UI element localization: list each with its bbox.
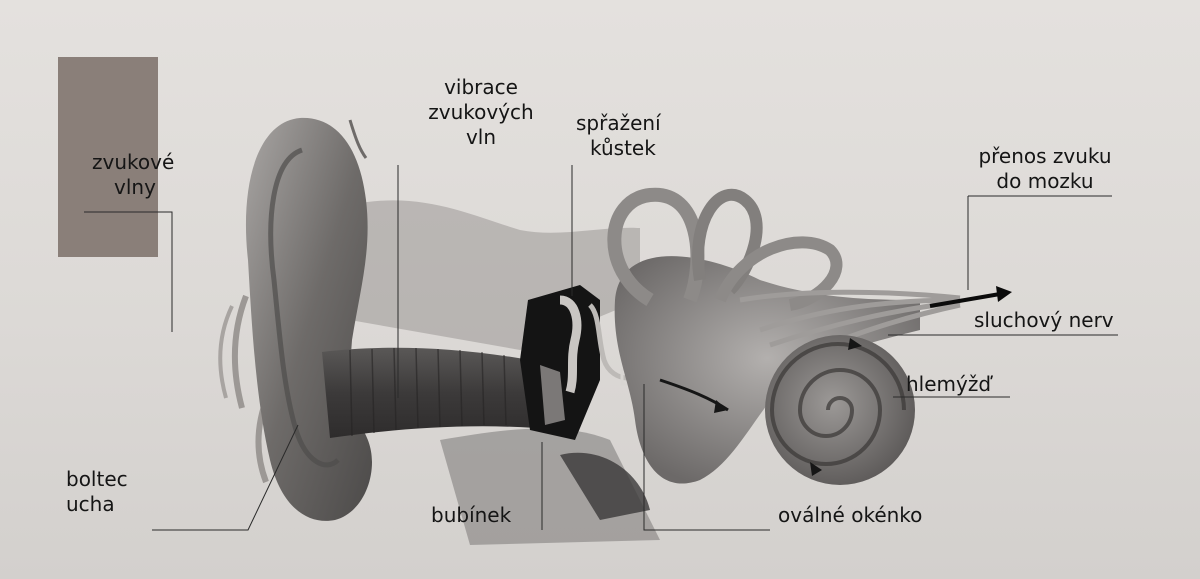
label-cochlea: hlemýžď (906, 372, 991, 397)
sound-wave-arc (220, 306, 232, 398)
label-pinna: boltec ucha (66, 467, 128, 517)
label-ossicle-coupling: spřažení kůstek (576, 111, 661, 161)
label-eardrum: bubínek (431, 503, 511, 528)
pinna-shape (246, 118, 372, 521)
sound-wave-arc (235, 296, 246, 408)
label-line: vln (396, 125, 566, 150)
label-line: vlny (92, 175, 174, 200)
label-wave-vibration: vibrace zvukových vln (396, 75, 566, 150)
label-line: zvukových (396, 100, 566, 125)
label-auditory-nerve: sluchový nerv (974, 308, 1114, 333)
label-line: kůstek (576, 136, 661, 161)
label-oval-window: oválné okénko (778, 503, 922, 528)
label-line: spřažení (576, 111, 661, 136)
label-sound-waves: zvukové vlny (92, 150, 174, 200)
label-line: vibrace (396, 75, 566, 100)
label-to-brain: přenos zvuku do mozku (970, 144, 1120, 194)
nerve-arrow-head (996, 286, 1012, 302)
label-line: boltec (66, 467, 128, 492)
label-line: ucha (66, 492, 128, 517)
label-line: zvukové (92, 150, 174, 175)
label-line: přenos zvuku (970, 144, 1120, 169)
label-line: do mozku (970, 169, 1120, 194)
